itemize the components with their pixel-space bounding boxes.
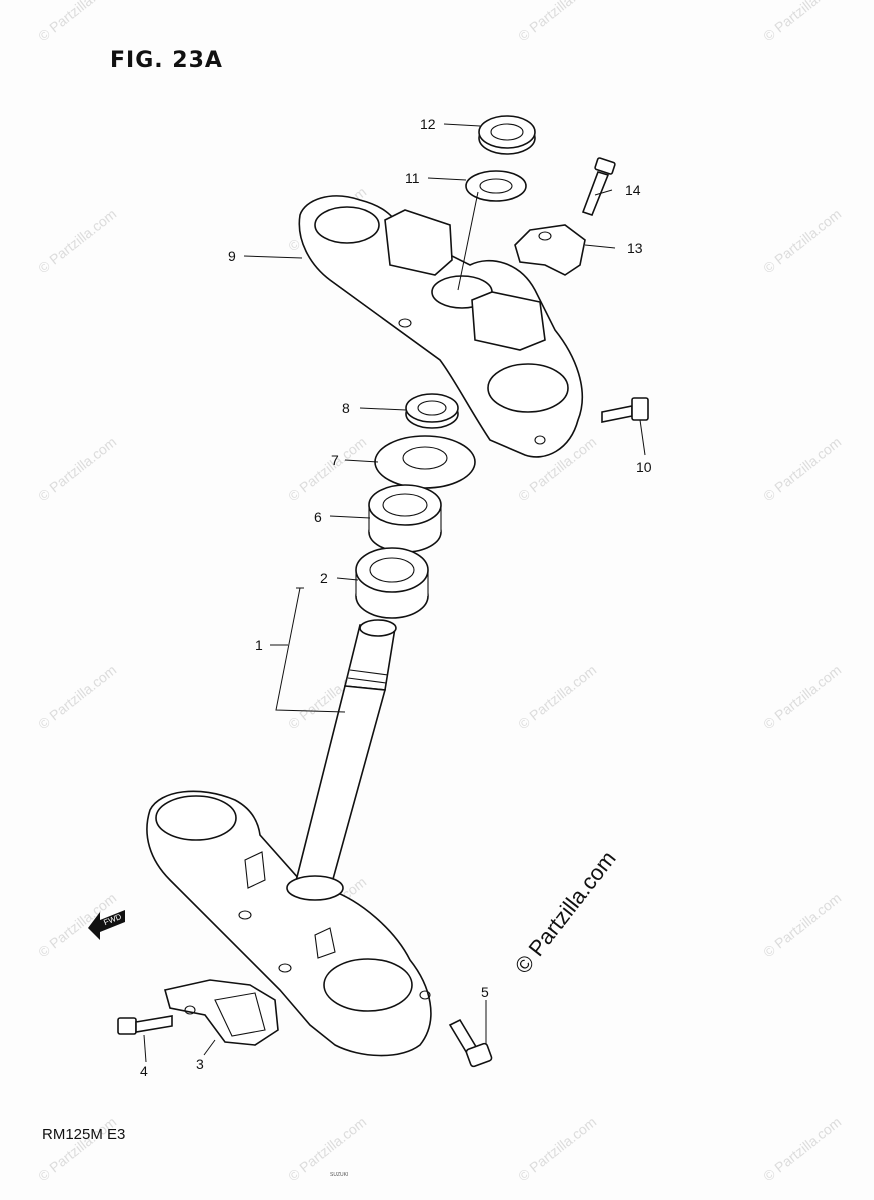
leader-lines xyxy=(143,123,646,1063)
forward-arrow-icon: FWD xyxy=(88,910,125,940)
lower-bracket-stem xyxy=(146,619,432,1057)
callout-3: 3 xyxy=(196,1056,204,1072)
callout-9: 9 xyxy=(228,248,236,264)
callout-12: 12 xyxy=(420,116,436,132)
handlebar-holder xyxy=(514,224,586,276)
callout-11: 11 xyxy=(405,170,420,186)
washer xyxy=(465,170,527,202)
model-code: RM125M E3 xyxy=(42,1126,126,1143)
callout-14: 14 xyxy=(625,182,641,198)
callout-13: 13 xyxy=(627,240,643,256)
guide-bolt xyxy=(117,1015,173,1035)
upper-bearing xyxy=(368,484,442,553)
upper-bracket xyxy=(298,195,584,458)
callout-4: 4 xyxy=(140,1063,148,1079)
pinch-bolt xyxy=(448,1018,493,1068)
figure-title: FIG. 23A xyxy=(110,48,223,73)
callout-5: 5 xyxy=(481,984,489,1000)
steering-nut xyxy=(478,115,536,155)
callout-10: 10 xyxy=(636,459,652,475)
callout-2: 2 xyxy=(320,570,328,586)
callout-6: 6 xyxy=(314,509,322,525)
callout-8: 8 xyxy=(342,400,350,416)
lock-nut xyxy=(405,393,459,429)
hose-guide xyxy=(164,979,279,1046)
callout-7: 7 xyxy=(331,452,339,468)
clamp-bolt xyxy=(601,397,649,423)
lower-bearing xyxy=(355,547,429,619)
handlebar-bolt xyxy=(581,157,616,216)
callout-1: 1 xyxy=(255,637,263,653)
dust-seal xyxy=(374,435,476,489)
footer-note: SUZUKI xyxy=(330,1172,349,1178)
